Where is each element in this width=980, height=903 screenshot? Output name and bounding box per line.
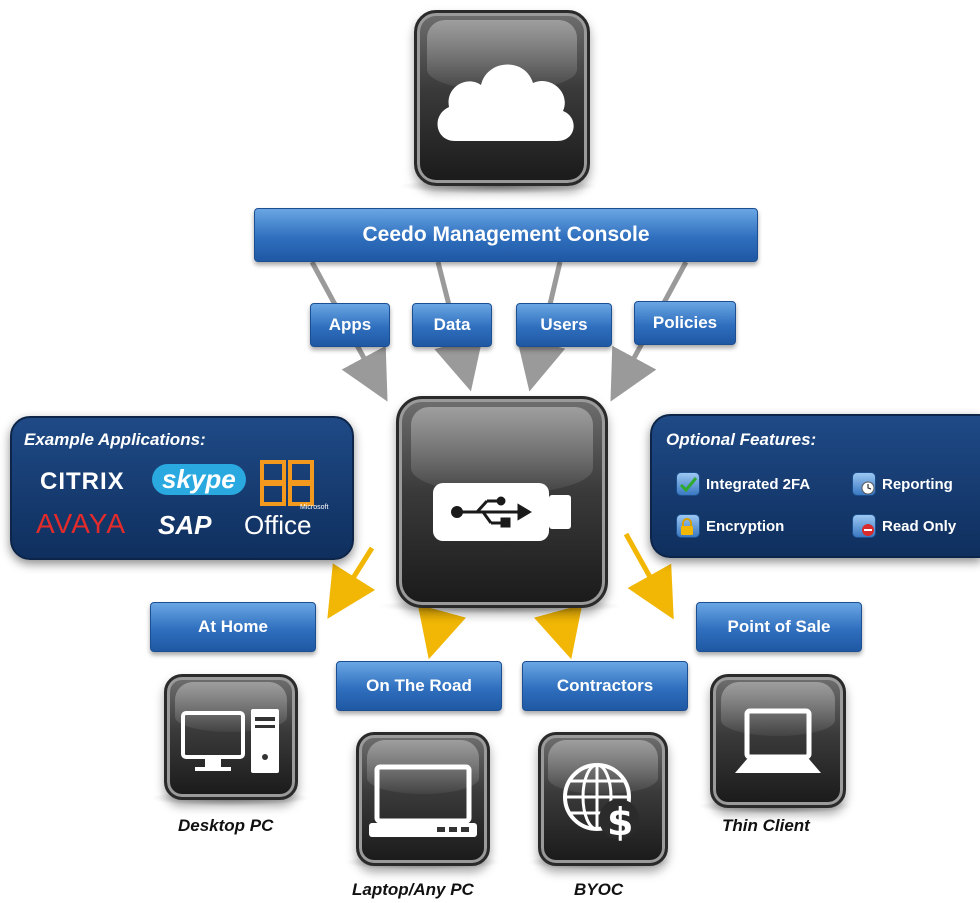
byoc-tile: $ (538, 732, 668, 866)
feature-label: Reporting (882, 475, 953, 493)
no-entry-icon (852, 514, 876, 538)
usb-device-tile (396, 396, 608, 608)
yellow-arrow-road (417, 604, 467, 660)
laptop-icon (369, 764, 477, 837)
microsoft-superscript: Microsoft (300, 504, 329, 511)
clock-icon (852, 472, 876, 496)
flow-label-users: Users (516, 303, 612, 347)
device-caption-laptop: Laptop/Any PC (352, 880, 474, 899)
citrix-logo: CITRIX (40, 468, 125, 495)
feature-label: Read Only (882, 517, 957, 535)
globe-dollar-icon: $ (563, 763, 639, 844)
yellow-arrow-home (327, 546, 376, 619)
thin-client-tile (710, 674, 846, 808)
laptop-tile (356, 732, 490, 866)
location-label-at-home: At Home (150, 602, 316, 652)
feature-label: Encryption (706, 517, 785, 535)
location-label-contractors: Contractors (522, 661, 688, 711)
location-label-on-the-road: On The Road (336, 661, 502, 711)
management-console-label: Ceedo Management Console (254, 208, 758, 262)
feature-read-only: Read Only (852, 514, 956, 538)
cloud-tile (414, 10, 590, 186)
cloud-icon (437, 64, 574, 141)
svg-text:$: $ (607, 800, 633, 844)
example-applications-title: Example Applications: (24, 430, 206, 449)
lock-icon (676, 514, 700, 538)
example-applications-panel: Example Applications: CITRIX skype AVAYA… (10, 416, 354, 560)
optional-features-panel: Optional Features: Integrated 2FA Report… (650, 414, 980, 558)
sap-logo: SAP (158, 510, 212, 540)
flow-label-apps: Apps (310, 303, 390, 347)
yellow-arrow-contractors (533, 604, 583, 660)
desktop-pc-icon (181, 709, 279, 773)
office-logo-text: Office (244, 510, 312, 540)
device-caption-thin-client: Thin Client (722, 816, 810, 835)
office-logo-icon (260, 460, 314, 506)
device-caption-desktop-pc: Desktop PC (178, 816, 274, 835)
usb-drive-icon (433, 483, 571, 541)
feature-reporting: Reporting (852, 472, 953, 496)
flow-label-policies: Policies (634, 301, 736, 345)
avaya-logo: AVAYA (36, 508, 127, 539)
device-caption-byoc: BYOC (574, 880, 624, 899)
flow-label-data: Data (412, 303, 492, 347)
optional-features-title: Optional Features: (666, 430, 817, 449)
desktop-pc-tile (164, 674, 298, 800)
thin-client-icon (735, 708, 821, 773)
feature-label: Integrated 2FA (706, 475, 811, 493)
skype-logo: skype (152, 464, 246, 495)
feature-encryption: Encryption (676, 514, 784, 538)
feature-integrated-2fa: Integrated 2FA (676, 472, 810, 496)
check-icon (676, 472, 700, 496)
yellow-arrow-pos (623, 532, 674, 620)
location-label-point-of-sale: Point of Sale (696, 602, 862, 652)
